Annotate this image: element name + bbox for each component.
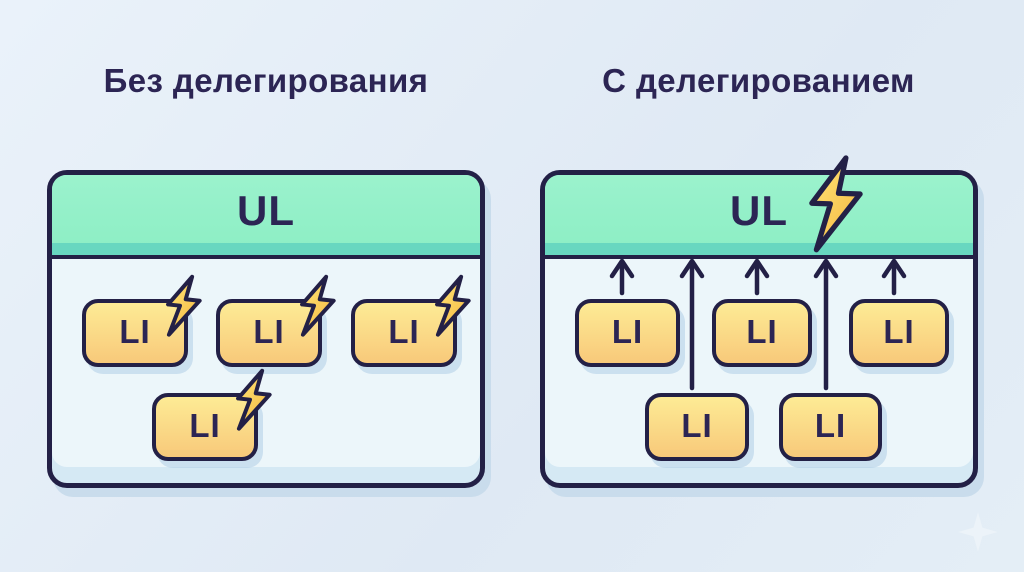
ul-header: UL — [52, 175, 480, 259]
lightning-bolt-icon — [166, 274, 202, 337]
lightning-bolt-icon — [300, 274, 336, 337]
li-item: LI — [351, 274, 471, 367]
panel-without-delegation: UL LI LI LI LI — [47, 170, 485, 488]
li-label: LI — [611, 312, 644, 350]
li-label: LI — [681, 406, 713, 444]
arrow-up-icon — [744, 258, 770, 296]
li-label: LI — [814, 406, 847, 444]
arrow-up-icon — [609, 258, 635, 296]
arrow-up-icon — [813, 258, 839, 391]
li-item: LI — [152, 368, 272, 461]
li-label: LI — [746, 312, 778, 350]
li-item: LI — [779, 393, 882, 461]
ul-label: UL — [237, 187, 295, 234]
li-label: LI — [253, 312, 285, 350]
right-title: С делегированием — [602, 62, 915, 99]
li-item: LI — [216, 274, 336, 367]
arrow-up-icon — [679, 258, 705, 391]
li-item: LI — [82, 274, 202, 367]
lightning-bolt-icon — [809, 155, 863, 253]
ul-label: UL — [730, 187, 788, 234]
li-item: LI — [712, 299, 812, 367]
panel-with-delegation: UL LI LI LI LI LI — [540, 155, 978, 488]
li-label: LI — [119, 312, 151, 350]
li-item: LI — [575, 299, 680, 367]
li-item: LI — [849, 299, 949, 367]
left-title: Без делегирования — [103, 62, 429, 99]
li-label: LI — [388, 312, 420, 350]
li-item: LI — [645, 393, 749, 461]
arrow-up-icon — [881, 258, 907, 296]
lightning-bolt-icon — [435, 274, 471, 337]
sparkle-decoration — [958, 512, 998, 552]
li-label: LI — [883, 312, 915, 350]
lightning-bolt-icon — [236, 368, 272, 431]
li-label: LI — [189, 406, 221, 444]
ul-header: UL — [545, 175, 973, 259]
